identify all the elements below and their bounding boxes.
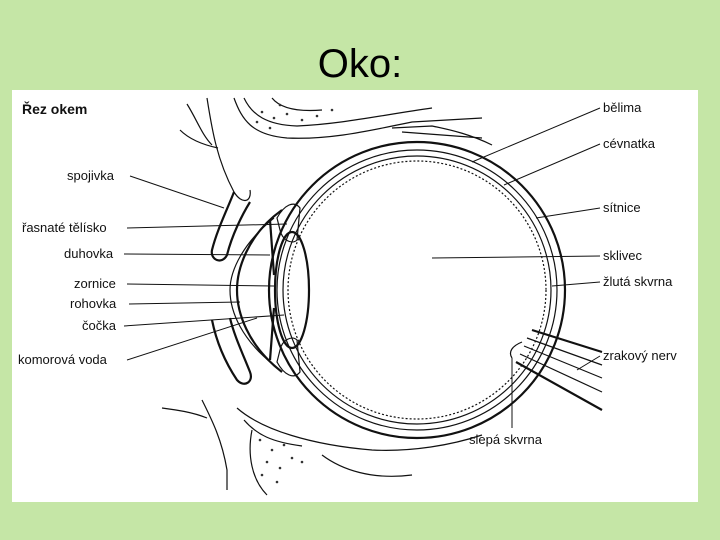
label-sitnice: sítnice <box>603 200 641 215</box>
label-duhovka: duhovka <box>64 246 114 261</box>
label-sklivec: sklivec <box>603 248 643 263</box>
optic-nerve <box>509 328 603 411</box>
iris-upper <box>268 219 276 276</box>
bone-stipple-top <box>255 103 334 130</box>
label-zornice: zornice <box>74 276 116 291</box>
slide-title: Oko: <box>317 42 403 86</box>
label-komorova-voda: komorová voda <box>18 352 108 367</box>
eye-diagram: Řez okem spojivka řasnaté tělísko duhovk… <box>12 90 698 502</box>
ciliary-body-upper <box>276 203 301 243</box>
label-belima: bělima <box>603 100 642 115</box>
cornea <box>235 209 283 373</box>
iris-lower <box>268 307 276 361</box>
upper-orbit-structures <box>179 97 493 201</box>
retina-inner <box>287 160 547 420</box>
lens <box>273 230 311 350</box>
eye-cross-section: Řez okem spojivka řasnaté tělísko duhovk… <box>18 97 677 496</box>
label-rasnate-telisko: řasnaté tělísko <box>22 220 107 235</box>
label-zrakovy-nerv: zrakový nerv <box>603 348 677 363</box>
label-zluta-skvrna: žlutá skvrna <box>603 274 673 289</box>
sclera-outer <box>267 140 567 440</box>
label-cevnatka: cévnatka <box>603 136 656 151</box>
lower-eyelid <box>210 317 252 385</box>
lower-orbit-structures <box>161 399 483 496</box>
choroid-layer <box>276 149 558 431</box>
ciliary-body-lower <box>276 337 301 377</box>
label-rohovka: rohovka <box>70 296 117 311</box>
retina-layer <box>282 155 552 425</box>
diagram-heading: Řez okem <box>22 100 87 117</box>
label-cocka: čočka <box>82 318 117 333</box>
bone-stipple-bottom <box>258 438 304 484</box>
label-spojivka: spojivka <box>67 168 115 183</box>
label-slepa-skvrna: slepá skvrna <box>469 432 543 447</box>
upper-eyelid <box>210 191 251 262</box>
